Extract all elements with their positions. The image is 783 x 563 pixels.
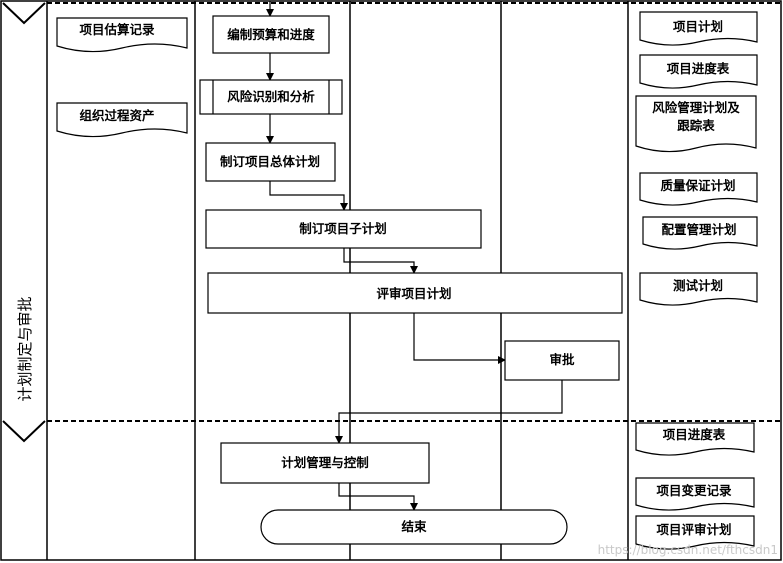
step-review-plan[interactable]: 评审项目计划 [207, 272, 623, 314]
doc-project-plan-label: 项目计划 [673, 19, 723, 34]
step-end-label: 结束 [401, 519, 427, 534]
step-approval[interactable]: 审批 [504, 340, 620, 381]
step-sub-plan-label: 制订项目子计划 [299, 221, 387, 236]
step-sub-plan[interactable]: 制订项目子计划 [205, 209, 482, 249]
doc-qa-plan-label: 质量保证计划 [660, 178, 735, 193]
doc-test-plan[interactable]: 测试计划 [639, 272, 758, 306]
phase-chevron-bottom [2, 420, 46, 443]
doc-org-assets-label: 组织过程资产 [79, 108, 154, 123]
step-plan-control[interactable]: 计划管理与控制 [220, 442, 430, 484]
doc-estimate-record-label: 项目估算记录 [79, 22, 155, 37]
doc-schedule-table[interactable]: 项目进度表 [639, 54, 758, 89]
doc-estimate-record[interactable]: 项目估算记录 [56, 17, 188, 53]
step-overall-plan-label: 制订项目总体计划 [220, 154, 320, 169]
step-budget-schedule-label: 编制预算和进度 [227, 27, 315, 42]
doc-change-record-label: 项目变更记录 [656, 483, 732, 498]
step-overall-plan[interactable]: 制订项目总体计划 [205, 142, 336, 182]
doc-risk-plan[interactable]: 风险管理计划及 跟踪表 [635, 95, 757, 153]
phase-label: 计划制定与审批 [16, 296, 34, 401]
doc-project-plan[interactable]: 项目计划 [639, 11, 758, 46]
step-budget-schedule[interactable]: 编制预算和进度 [212, 15, 330, 54]
phase-chevron-top [2, 2, 46, 25]
step-end[interactable]: 结束 [260, 509, 568, 545]
doc-review-plan-label: 项目评审计划 [656, 522, 731, 537]
doc-schedule-table-label: 项目进度表 [667, 61, 730, 76]
doc-org-assets[interactable]: 组织过程资产 [56, 102, 188, 138]
step-risk-analysis[interactable]: 风险识别和分析 [199, 79, 343, 115]
doc-change-record[interactable]: 项目变更记录 [635, 477, 755, 511]
doc-review-plan[interactable]: 项目评审计划 [635, 515, 755, 550]
doc-risk-plan-label-2: 跟踪表 [677, 118, 715, 133]
doc-risk-plan-label-1: 风险管理计划及 [652, 100, 740, 115]
flow-arrow-7 [338, 483, 418, 511]
doc-schedule-table-2[interactable]: 项目进度表 [635, 422, 755, 456]
step-risk-analysis-label: 风险识别和分析 [227, 89, 315, 104]
step-review-plan-label: 评审项目计划 [376, 286, 451, 301]
flow-arrow-4 [343, 248, 418, 274]
flow-arrow-5 [413, 313, 506, 364]
doc-config-plan[interactable]: 配置管理计划 [642, 216, 758, 250]
flow-arrow-3 [269, 181, 348, 211]
doc-config-plan-label: 配置管理计划 [661, 222, 736, 237]
doc-schedule-table-2-label: 项目进度表 [663, 427, 726, 442]
step-plan-control-label: 计划管理与控制 [281, 455, 369, 470]
watermark: https://blog.csdn.net/fthcsdn1 [598, 543, 778, 557]
doc-test-plan-label: 测试计划 [673, 278, 723, 293]
doc-qa-plan[interactable]: 质量保证计划 [639, 172, 758, 206]
flow-arrow-6 [335, 380, 563, 444]
step-approval-label: 审批 [549, 352, 575, 367]
